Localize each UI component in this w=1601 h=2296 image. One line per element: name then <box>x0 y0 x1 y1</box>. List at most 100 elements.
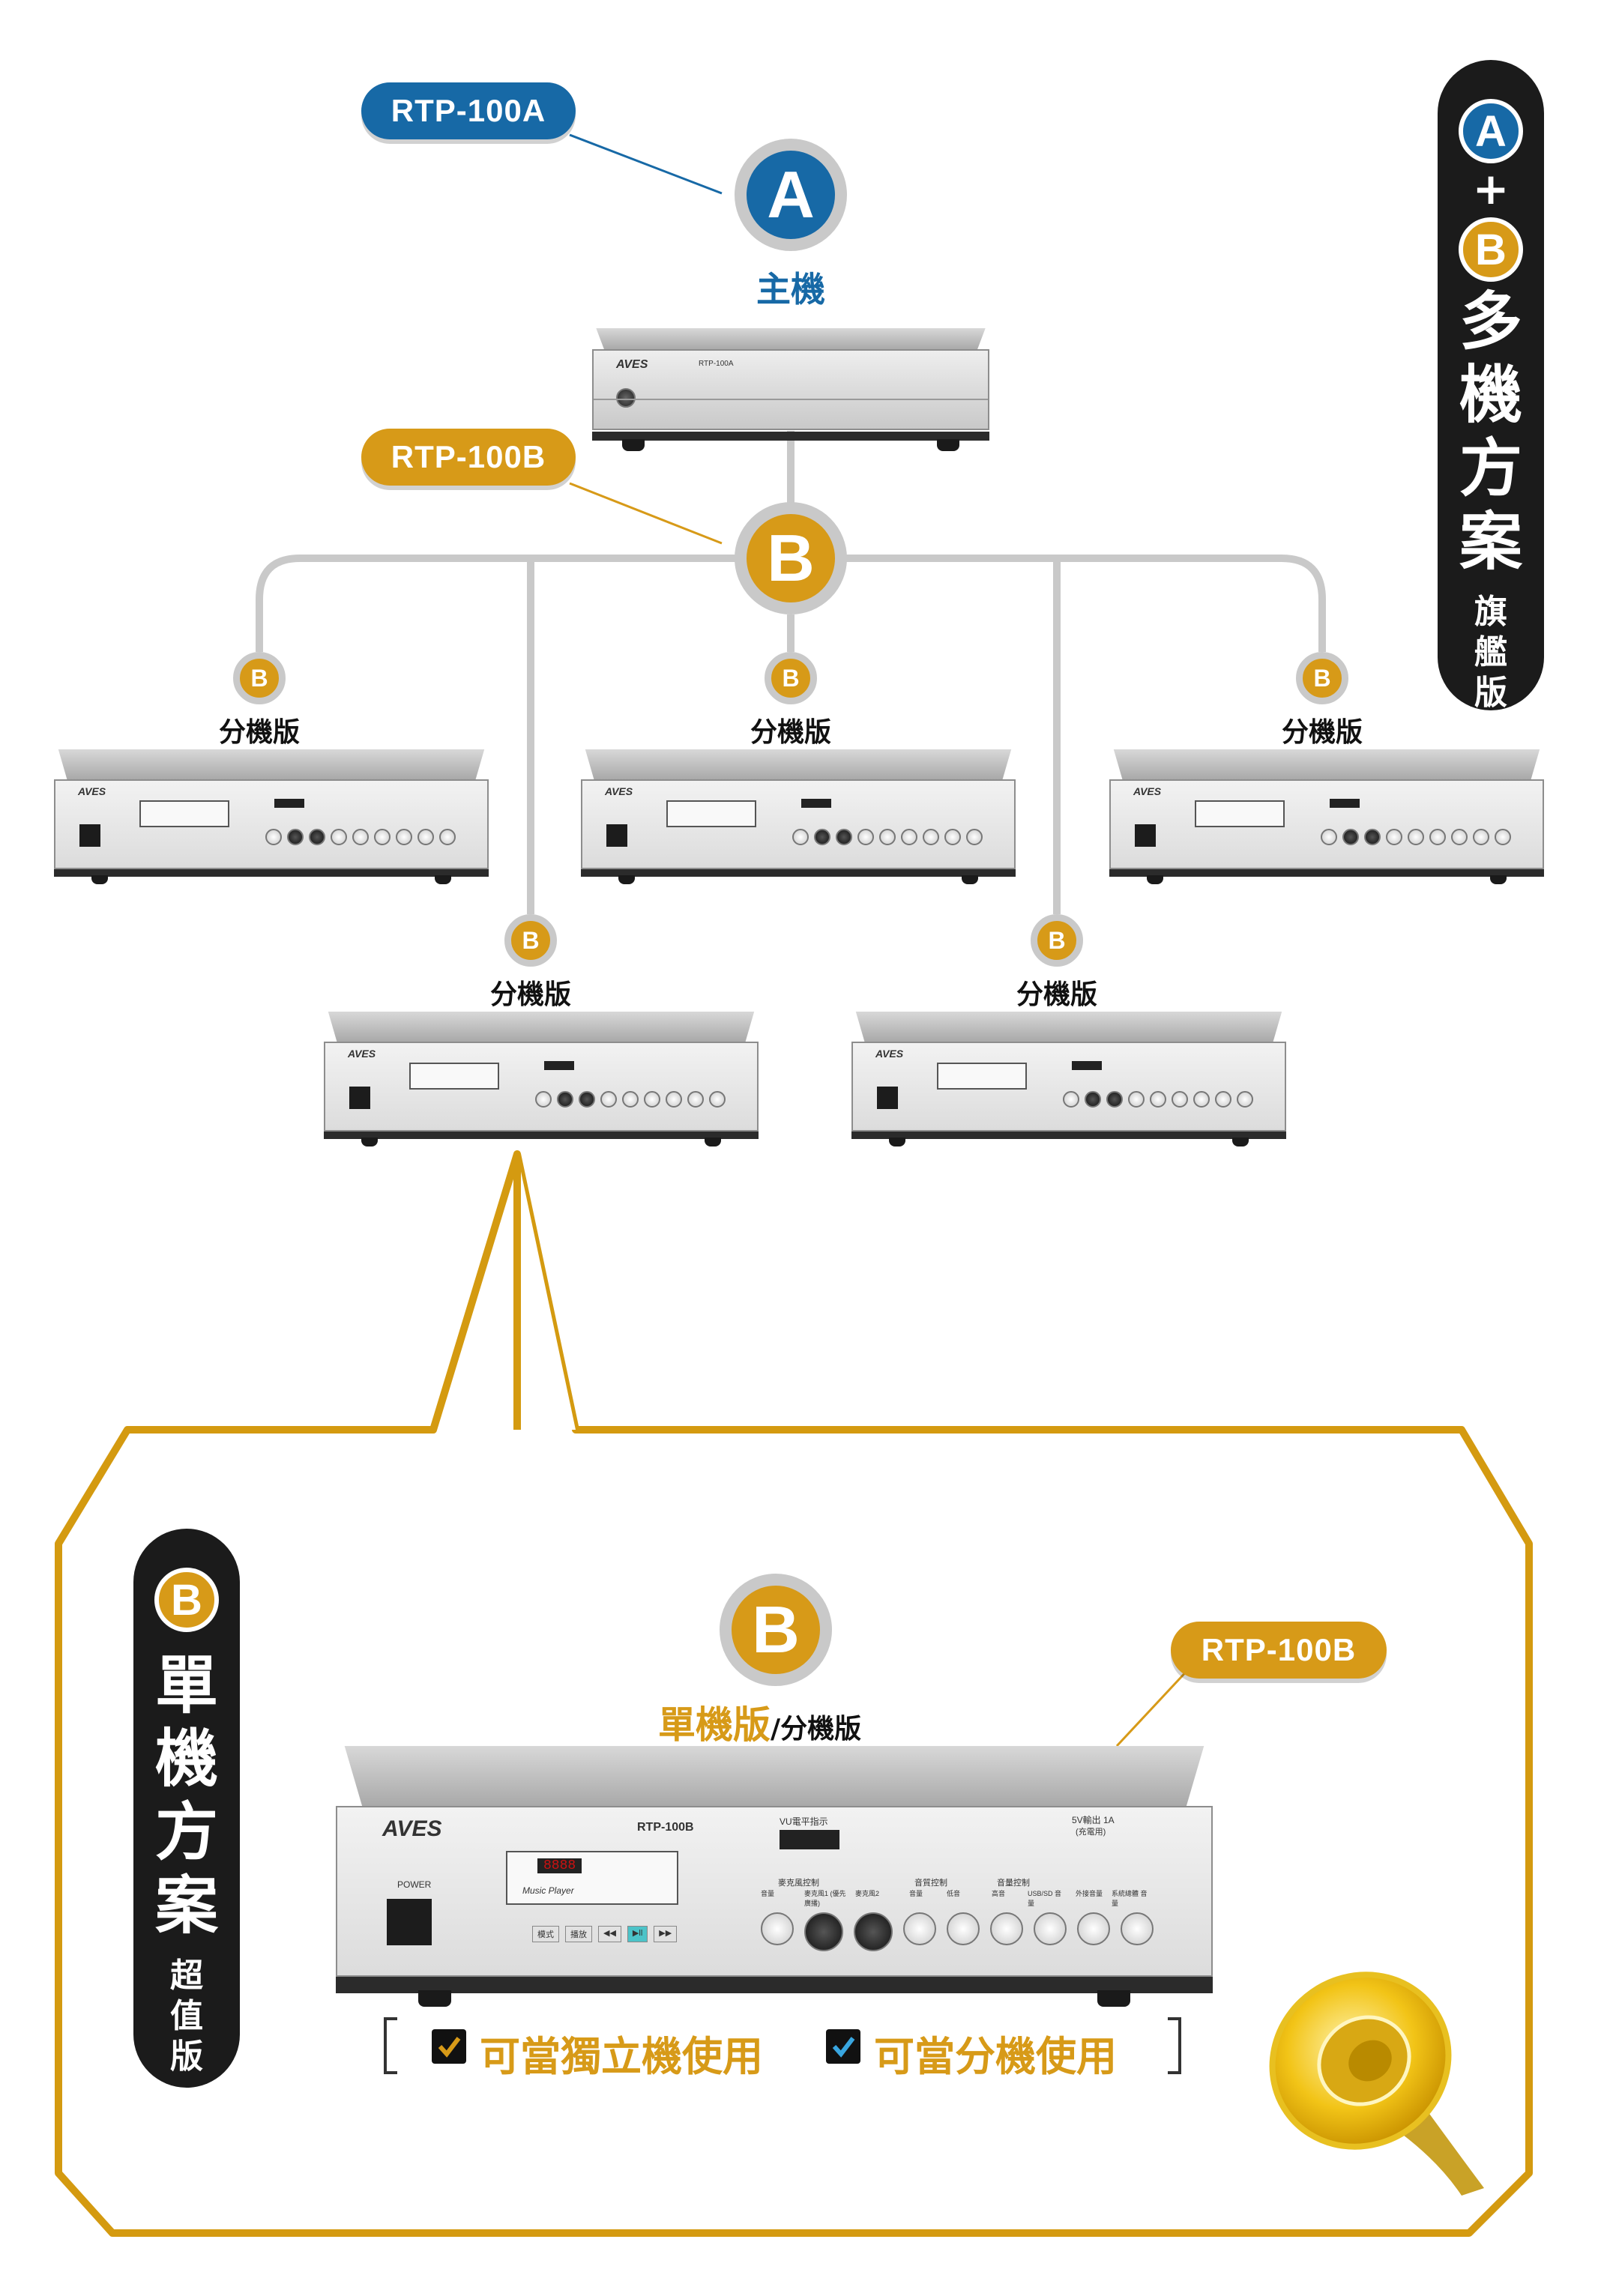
knob-row <box>1321 829 1511 845</box>
horn-speaker-icon <box>1269 1972 1484 2196</box>
knob <box>1128 1091 1145 1108</box>
single-plan-title: 單 機 方 案 <box>133 1649 240 1942</box>
led-display: 8888 <box>537 1858 582 1873</box>
title-char: 多 <box>1459 285 1522 358</box>
mic-jack <box>1342 829 1359 845</box>
power-switch <box>606 824 627 847</box>
line-hub-right <box>843 555 1326 652</box>
mic-control-label: 麥克風控制 <box>778 1879 819 1888</box>
knob <box>331 829 347 845</box>
device-foot <box>937 439 959 451</box>
knob-row <box>265 829 456 845</box>
sub-unit-label: /分機版 <box>771 1714 862 1744</box>
knob <box>687 1091 704 1108</box>
knob-label: 外接音量 <box>1076 1890 1103 1897</box>
check-mark-icon <box>832 2037 855 2058</box>
mic-jack <box>287 829 304 845</box>
device-foot <box>1232 1138 1249 1147</box>
knob-label: 麥克風1 (優先廣播) <box>804 1890 846 1907</box>
knob <box>857 829 874 845</box>
power-switch <box>387 1899 432 1945</box>
device-foot <box>1147 875 1163 884</box>
device-foot <box>91 875 108 884</box>
power-switch <box>79 824 100 847</box>
knob <box>903 1912 936 1945</box>
device-foot <box>962 875 978 884</box>
badge-b-single: B <box>154 1568 219 1632</box>
device-rtp100b-small: AVES <box>324 1012 759 1147</box>
device-foot <box>622 439 645 451</box>
volume-control-label: 音量控制 <box>997 1879 1030 1888</box>
left-bracket <box>384 2017 397 2074</box>
badge-b-multi: B <box>1459 217 1523 282</box>
main-unit-label: 主機 <box>756 269 825 309</box>
vu-meter <box>544 1061 574 1070</box>
multi-plan-pill: A + B 多 機 方 案 旗 艦 版 <box>1438 60 1544 712</box>
line-hub-left <box>256 555 738 652</box>
device-model: RTP-100A <box>699 360 734 368</box>
single-plan-subtitle: 超 值 版 <box>133 1956 240 2077</box>
usb-power-label: 5V輸出 1A <box>1072 1815 1115 1825</box>
knob-label: 音量 <box>909 1890 923 1897</box>
music-player-screen: 8888 Music Player <box>506 1851 678 1905</box>
subtitle-char: 版 <box>1474 674 1507 712</box>
device-front-panel: AVES RTP-100A <box>592 349 989 430</box>
sub-label-3: 分機版 <box>1281 717 1363 748</box>
device-brand: AVES <box>616 358 648 371</box>
player-buttons: 模式 播放 ◀◀ ▶ll ▶▶ <box>532 1926 678 1942</box>
knob <box>923 829 939 845</box>
mic-jack <box>309 829 325 845</box>
standalone-label: 單機版 <box>658 1703 771 1747</box>
player-button: ◀◀ <box>598 1926 621 1942</box>
single-unit-label: 單機版/分機版 <box>658 1695 861 1749</box>
device-rtp100a: AVES RTP-100A <box>592 328 989 451</box>
device-top-surface <box>1113 749 1540 779</box>
device-rtp100b-large: AVES RTP-100B POWER 8888 Music Player 模式… <box>336 1746 1213 2007</box>
single-plan-pill: B 單 機 方 案 超 值 版 <box>133 1529 240 2088</box>
device-brand: AVES <box>78 785 106 797</box>
knob <box>1237 1091 1253 1108</box>
option-standalone: 可當獨立機使用 <box>480 2033 763 2080</box>
knob <box>1150 1091 1166 1108</box>
knob-row <box>535 1091 726 1108</box>
mic-jack <box>1085 1091 1101 1108</box>
power-switch <box>1135 824 1156 847</box>
plus-sign: + <box>1472 163 1510 214</box>
knob <box>1172 1091 1188 1108</box>
device-brand: AVES <box>382 1816 442 1841</box>
knob <box>1215 1091 1231 1108</box>
knob <box>1473 829 1489 845</box>
music-player-screen <box>1195 800 1285 827</box>
device-front-panel: AVES RTP-100B POWER 8888 Music Player 模式… <box>336 1806 1213 1977</box>
device-base <box>336 1977 1213 1993</box>
leader-line-rtp100a <box>569 133 723 195</box>
mic-jack <box>579 1091 595 1108</box>
device-foot <box>418 1990 451 2007</box>
device-top-surface <box>328 1012 755 1042</box>
key-switch-icon <box>616 388 636 408</box>
power-switch <box>349 1087 370 1109</box>
device-foot <box>618 875 635 884</box>
knob <box>1193 1091 1210 1108</box>
knob <box>947 1912 980 1945</box>
device-base <box>324 1132 759 1139</box>
device-front-panel: AVES <box>1109 779 1544 869</box>
vu-meter <box>1072 1061 1102 1070</box>
knob-row <box>1063 1091 1253 1108</box>
mic-jack <box>557 1091 573 1108</box>
mic-jack <box>854 1912 893 1951</box>
badge-a-multi: A <box>1459 99 1523 163</box>
device-foot <box>705 1138 721 1147</box>
device-front-panel: AVES <box>851 1042 1286 1132</box>
knob <box>901 829 917 845</box>
callout-frame <box>55 1150 1533 2237</box>
title-char: 案 <box>1459 505 1522 578</box>
device-front-panel: AVES <box>54 779 489 869</box>
knob <box>600 1091 617 1108</box>
power-switch <box>877 1087 898 1109</box>
device-top-surface <box>855 1012 1282 1042</box>
sub-label-4: 分機版 <box>489 979 571 1010</box>
title-char: 案 <box>154 1869 218 1942</box>
